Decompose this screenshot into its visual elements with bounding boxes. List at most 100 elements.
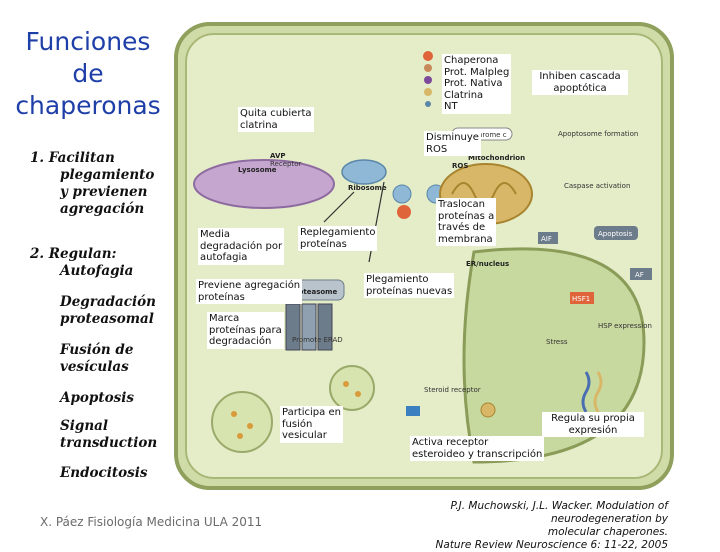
annotation-line: proteínas para	[209, 324, 282, 336]
annotation-line: ROS	[426, 143, 448, 155]
annotation-line: Previene agregación	[198, 280, 301, 291]
annotation-plegamiento: Plegamiento proteínas nuevas	[364, 273, 455, 298]
footer-citation: P.J. Muchowski, J.L. Wacker. Modulation …	[350, 500, 668, 552]
annotation-line: Chaperona	[444, 55, 499, 66]
function-text: Fusión de	[60, 342, 134, 358]
vesicle-dot	[355, 391, 361, 397]
legend-nt-icon	[425, 101, 431, 107]
annotation-replegamiento: Replegamiento proteínas	[298, 226, 378, 251]
annotation-line: esteroideo y transcripción	[412, 448, 543, 460]
annotation-line: membrana	[438, 233, 493, 245]
hsp-expression-label: HSP expression	[598, 322, 652, 330]
citation-line: P.J. Muchowski, J.L. Wacker. Modulation …	[450, 500, 668, 525]
function-text: Endocitosis	[60, 465, 148, 481]
annotation-line: degradación	[209, 336, 272, 347]
chaperone-shape	[392, 184, 412, 204]
annotation-marca: Marca proteínas para degradación	[207, 312, 284, 349]
function-text: vesículas	[60, 359, 129, 375]
vesicle-dot	[237, 433, 243, 439]
legend-clathrin-icon	[424, 88, 432, 96]
function-number: 1.	[30, 150, 45, 166]
title-line: de	[72, 59, 104, 88]
caspase-label: Caspase activation	[564, 182, 630, 190]
function-text: Signal	[60, 418, 109, 434]
annotation-line: Regula su propia	[551, 413, 635, 424]
annotation-line: vesicular	[282, 430, 327, 441]
citation-line: molecular chaperones.	[547, 526, 668, 538]
function-text: Facilitan	[48, 150, 115, 166]
annotation-regula: Regula su propia expresión	[542, 412, 644, 437]
function-text: Autofagia	[60, 263, 134, 279]
vesicle-dot	[247, 423, 253, 429]
function-text: Degradación	[60, 294, 156, 310]
apoptosis-box	[594, 226, 638, 240]
proteasome-stack	[285, 303, 301, 351]
function-text: y previenen	[60, 184, 148, 200]
annotation-line: Traslocan	[438, 199, 485, 210]
annotation-line: Plegamiento	[366, 274, 429, 285]
function-text: transduction	[60, 435, 158, 451]
cytochrome-label: Cytochrome c	[458, 131, 507, 139]
vesicle-dot	[343, 381, 349, 387]
vesicle-dot	[231, 411, 237, 417]
proteasome-stack	[301, 303, 317, 351]
hsf1-box	[570, 292, 594, 304]
annotation-line: apoptótica	[553, 82, 607, 94]
promote-erad-label: Promote ERAD	[292, 336, 343, 344]
lysosome-organelle	[193, 159, 335, 209]
citation-line: Nature Review Neuroscience 6: 11-22, 200…	[435, 539, 668, 551]
annotation-line: Inhiben cascada	[539, 71, 621, 82]
title-line: Funciones	[25, 27, 151, 56]
annotation-line: Media	[200, 229, 231, 240]
annotation-line: Clatrina	[444, 89, 484, 101]
function-item-1: 1. Facilitan	[30, 150, 180, 167]
function-item-degradacion: Degradación proteasomal	[60, 294, 180, 328]
annotation-line: Quita cubierta	[240, 108, 312, 119]
annotation-line: proteínas nuevas	[366, 285, 453, 297]
annotation-line: NT	[444, 101, 458, 112]
annotation-inhiben: Inhiben cascada apoptótica	[532, 70, 628, 95]
chaperone-shape	[480, 402, 496, 418]
annotation-previene: Previene agregación proteínas	[196, 279, 303, 304]
annotation-line: Disminuye	[426, 132, 479, 143]
function-number: 2.	[30, 246, 45, 262]
mitochondrion-label: Mitochondrion	[468, 154, 525, 162]
cell-diagram: Lysosome AVP Receptor Ribosome Proteasom…	[174, 22, 674, 490]
af-label: AF	[635, 271, 644, 279]
annotation-disminuye: Disminuye ROS	[424, 131, 481, 156]
legend-chaperone-icon	[423, 51, 433, 61]
dna-strand	[593, 371, 603, 413]
function-text: Apoptosis	[60, 390, 134, 406]
apoptosis-label: Apoptosis	[598, 230, 633, 238]
ribosome-organelle	[341, 159, 387, 185]
function-text: plegamiento	[60, 167, 155, 183]
function-item-fusion: Fusión de vesículas	[60, 342, 180, 376]
avp-label: AVP	[270, 152, 286, 160]
annotation-line: fusión	[282, 418, 313, 430]
lysosome-label: Lysosome	[238, 166, 277, 174]
ribosome-label: Ribosome	[348, 184, 387, 192]
function-item-2: 2. Regulan: Autofagia	[30, 246, 180, 280]
steroid-receptor-label: Steroid receptor	[424, 386, 481, 394]
vesicle	[329, 365, 375, 411]
annotation-participa: Participa en fusión vesicular	[280, 406, 343, 443]
dna-strand	[581, 371, 591, 413]
annotation-media: Media degradación por autofagia	[198, 228, 285, 265]
annotation-activa: Activa receptor esteroideo y transcripci…	[410, 436, 545, 461]
annotation-line: través de	[438, 222, 486, 233]
ros-label: ROS	[452, 162, 468, 170]
stress-label: Stress	[546, 338, 568, 346]
annotation-line: expresión	[568, 424, 618, 436]
proteasome-stack	[317, 303, 333, 351]
annotation-line: autofagia	[200, 252, 248, 263]
function-item-apoptosis: Apoptosis	[60, 390, 180, 407]
annotation-quita: Quita cubierta clatrina	[238, 107, 314, 132]
function-item-endocitosis: Endocitosis	[60, 465, 180, 482]
annotation-chaperona: Chaperona Prot. Malpleg Prot. Nativa Cla…	[442, 54, 512, 114]
annotation-line: proteínas	[198, 291, 245, 303]
function-item-signal: Signal transduction	[60, 418, 180, 452]
proteasome-label: Proteasome	[290, 288, 337, 296]
aif-box	[538, 232, 558, 244]
annotation-line: proteínas a	[438, 210, 495, 222]
title-line: chaperonas	[15, 91, 161, 120]
